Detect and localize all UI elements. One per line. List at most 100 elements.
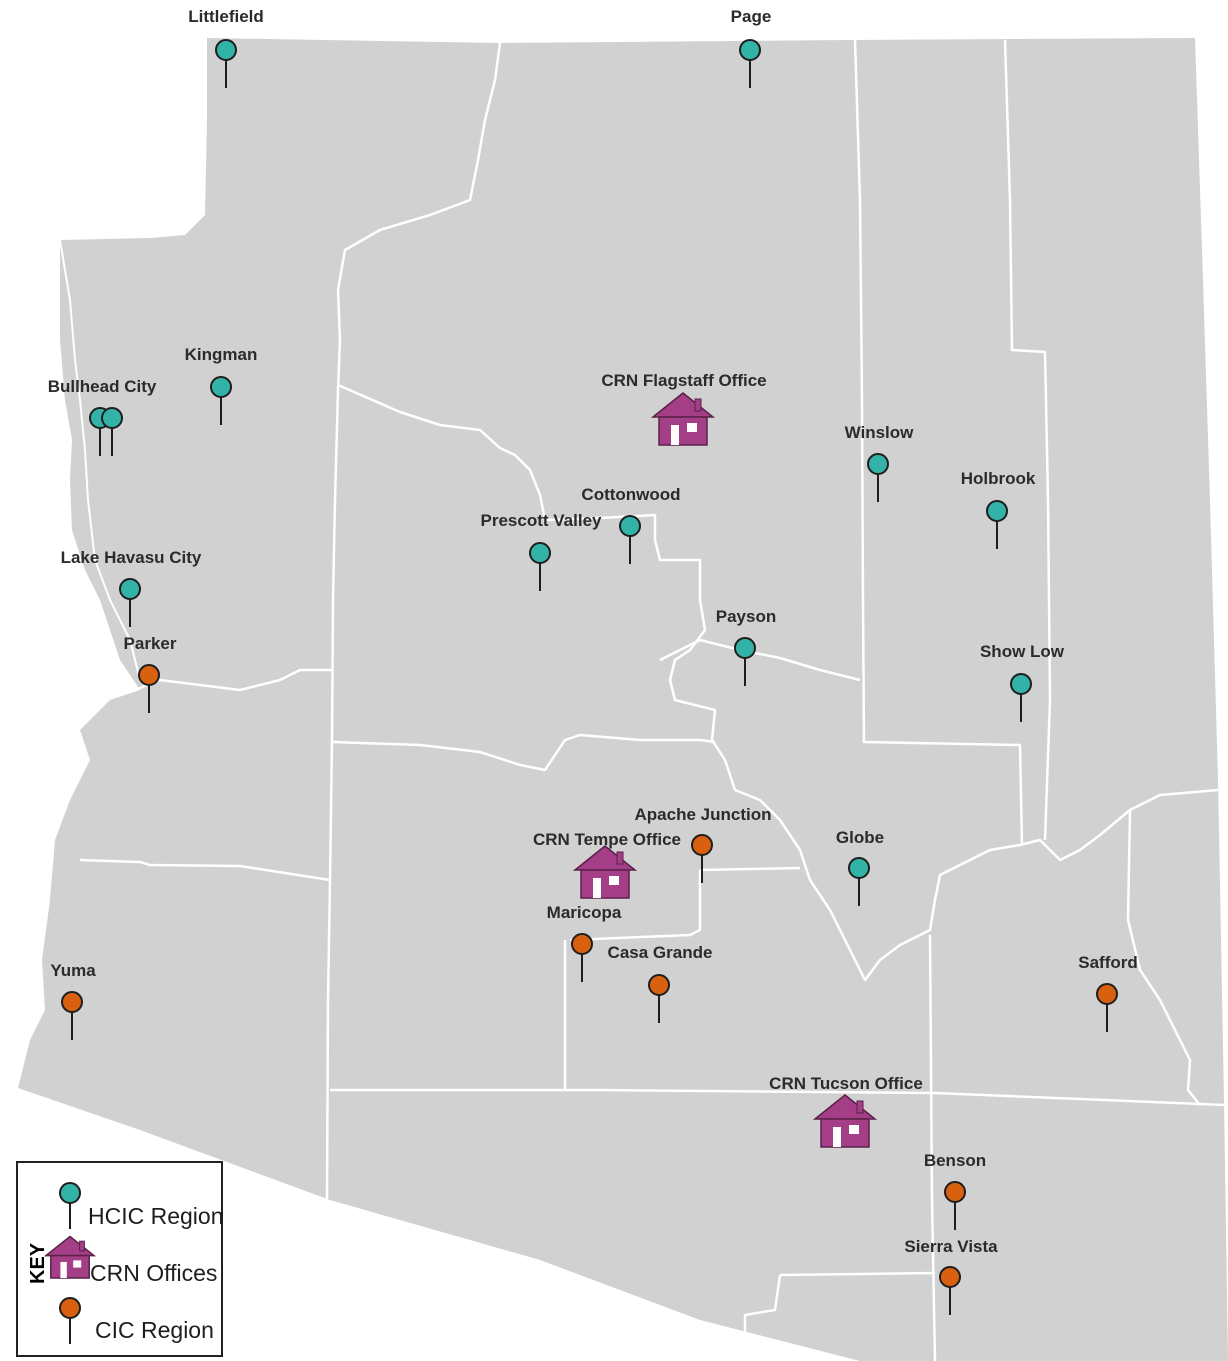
cic-region-marker[interactable]: Safford [1078,953,1138,1032]
county-border [569,870,702,942]
marker-label: CRN Tempe Office [533,830,681,849]
marker-label: CRN Flagstaff Office [601,371,766,390]
marker-label: Maricopa [547,903,622,922]
pin-head [867,453,889,475]
marker-label: Page [731,7,772,26]
state-outline [18,38,1228,1361]
county-border [337,383,1219,982]
house-door-icon [833,1127,841,1147]
pin-head [210,376,232,398]
house-chimney-icon [856,1100,864,1114]
hcic-region-marker[interactable]: Show Low [980,642,1065,722]
county-border [1126,809,1201,1106]
cic-region-marker[interactable]: Maricopa [547,903,622,982]
marker-label: Safford [1078,953,1138,972]
house-chimney-icon [616,851,624,865]
house-chimney-icon [79,1240,85,1252]
pin-head [691,834,713,856]
marker-label: Winslow [845,423,915,442]
pin-head [59,1297,81,1319]
marker-label: Parker [124,634,177,653]
crn-office-marker[interactable]: CRN Tempe Office [533,830,681,899]
pin-head [571,933,593,955]
pin-head [138,664,160,686]
marker-label: Holbrook [961,469,1036,488]
marker-label: Bullhead City [48,377,157,396]
marker-label: Benson [924,1151,986,1170]
marker-label: Prescott Valley [481,511,603,530]
house-window-icon [609,876,619,885]
hcic-region-marker[interactable]: Prescott Valley [481,511,603,591]
marker-label: Kingman [185,345,258,364]
key-item-label: CRN Offices [90,1260,217,1286]
pin-head [119,578,141,600]
key-item-crn: CRN Offices [43,1235,217,1286]
hcic-region-marker[interactable]: Cottonwood [581,485,681,564]
pin-head [1096,983,1118,1005]
marker-label: Cottonwood [581,485,680,504]
county-border [332,733,716,772]
pin-head [619,515,641,537]
house-body-icon [820,1118,870,1148]
house-body-icon [580,869,630,899]
marker-label: Sierra Vista [904,1237,998,1256]
house-body-icon [50,1254,90,1279]
hcic-region-marker[interactable]: Winslow [845,423,915,502]
house-body-icon [658,416,708,446]
pin-head [739,39,761,61]
hcic-region-marker[interactable] [101,407,123,456]
county-border [79,858,331,882]
county-border [659,638,861,682]
hcic-region-marker[interactable]: Payson [716,607,776,686]
crn-office-marker[interactable]: CRN Tucson Office [769,1074,923,1148]
hcic-region-marker[interactable]: Lake Havasu City [61,548,202,627]
crn-office-marker[interactable]: CRN Flagstaff Office [601,371,767,446]
pin-head [529,542,551,564]
hcic-region-marker[interactable]: Kingman [185,345,258,425]
marker-label: Littlefield [188,7,264,26]
pin-head [848,857,870,879]
pin-head [215,39,237,61]
county-border [1003,39,1052,841]
key-item-label: CIC Region [95,1317,214,1343]
county-border [699,866,801,872]
key-item-cic: CIC Region [59,1297,214,1344]
cic-region-marker[interactable]: Casa Grande [608,943,713,1023]
state-river [59,239,141,681]
hcic-region-marker[interactable]: Littlefield [188,7,264,88]
key-title: KEY [27,1242,49,1284]
house-door-icon [671,425,679,445]
hcic-region-marker[interactable]: Globe [836,828,884,906]
pin-head [944,1181,966,1203]
pin-head [939,1266,961,1288]
pin-head [986,500,1008,522]
county-border [134,668,333,692]
house-door-icon [60,1262,67,1278]
cic-region-marker[interactable]: Parker [124,634,177,713]
county-border [325,42,502,1201]
pin-head [59,1182,81,1204]
hcic-region-marker[interactable]: Page [731,7,772,88]
county-border [928,934,937,1361]
county-border [853,39,1024,846]
county-border [743,1271,936,1335]
hcic-region-marker[interactable]: Holbrook [961,469,1036,549]
marker-label: Yuma [50,961,96,980]
pin-head [101,407,123,429]
marker-label: Lake Havasu City [61,548,202,567]
key-item-label: HCIC Region [88,1203,224,1229]
cic-region-marker[interactable]: Apache Junction [635,805,772,883]
house-window-icon [849,1125,859,1134]
cic-region-marker[interactable]: Benson [924,1151,986,1230]
key-box [16,1161,223,1357]
marker-label: Show Low [980,642,1065,661]
cic-region-marker[interactable]: Yuma [50,961,96,1040]
cic-region-marker[interactable]: Sierra Vista [904,1237,998,1315]
pin-head [1010,673,1032,695]
house-window-icon [73,1260,82,1268]
marker-label: CRN Tucson Office [769,1074,923,1093]
key-item-hcic: HCIC Region [59,1182,224,1229]
